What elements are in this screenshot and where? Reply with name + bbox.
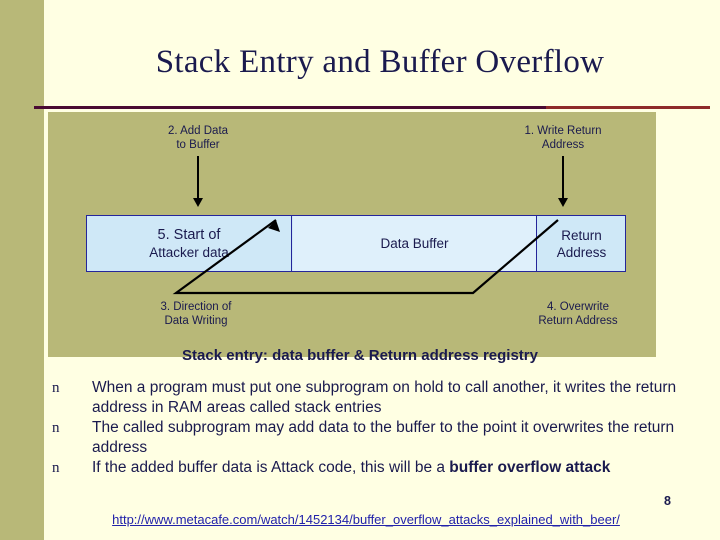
- label-write-return-address: 1. Write Return Address: [524, 125, 602, 151]
- cell-return-line2: Address: [556, 244, 607, 260]
- left-band-separator: [44, 0, 50, 540]
- cell-return-address: Return Address: [538, 216, 625, 271]
- bullet-text: If the added buffer data is Attack code,…: [92, 459, 450, 476]
- cell-data-buffer: Data Buffer: [293, 216, 537, 271]
- cell-attacker-data: 5. Start of Attacker data: [87, 216, 292, 271]
- bullet-marker: n: [52, 420, 60, 436]
- arrow-add-data-head: [193, 198, 203, 207]
- source-link[interactable]: http://www.metacafe.com/watch/1452134/bu…: [112, 512, 620, 527]
- cell-attacker-line1: 5. Start of: [157, 227, 221, 243]
- arrow-write-return-shaft: [562, 156, 564, 200]
- label-overwrite-return-address: 4. Overwrite Return Address: [538, 301, 618, 327]
- memory-row: 5. Start of Attacker data Data Buffer Re…: [86, 215, 626, 272]
- bullet-marker: n: [52, 460, 60, 476]
- list-item: n When a program must put one subprogram…: [44, 378, 704, 417]
- page-title: Stack Entry and Buffer Overflow: [155, 44, 605, 80]
- arrow-add-data-shaft: [197, 156, 199, 200]
- left-decorative-band: [0, 0, 44, 540]
- title-rule-left: [34, 106, 546, 109]
- title-rule-right: [546, 106, 710, 109]
- bullet-text: When a program must put one subprogram o…: [92, 379, 677, 416]
- label-add-data-to-buffer: 2. Add Data to Buffer: [167, 125, 229, 151]
- label-direction-of-data-writing: 3. Direction of Data Writing: [160, 301, 232, 327]
- diagram-caption: Stack entry: data buffer & Return addres…: [182, 347, 538, 364]
- stack-diagram: 2. Add Data to Buffer 1. Write Return Ad…: [48, 112, 656, 357]
- list-item: n The called subprogram may add data to …: [44, 418, 704, 457]
- arrow-write-return-head: [558, 198, 568, 207]
- cell-attacker-line2: Attacker data: [149, 245, 229, 260]
- cell-return-line1: Return: [561, 227, 602, 243]
- page-number: 8: [664, 494, 671, 508]
- bullet-list: n When a program must put one subprogram…: [44, 378, 704, 479]
- list-item: n If the added buffer data is Attack cod…: [44, 458, 704, 478]
- bullet-text-emphasis: buffer overflow attack: [449, 459, 611, 476]
- bullet-marker: n: [52, 380, 60, 396]
- bullet-text: The called subprogram may add data to th…: [92, 419, 675, 456]
